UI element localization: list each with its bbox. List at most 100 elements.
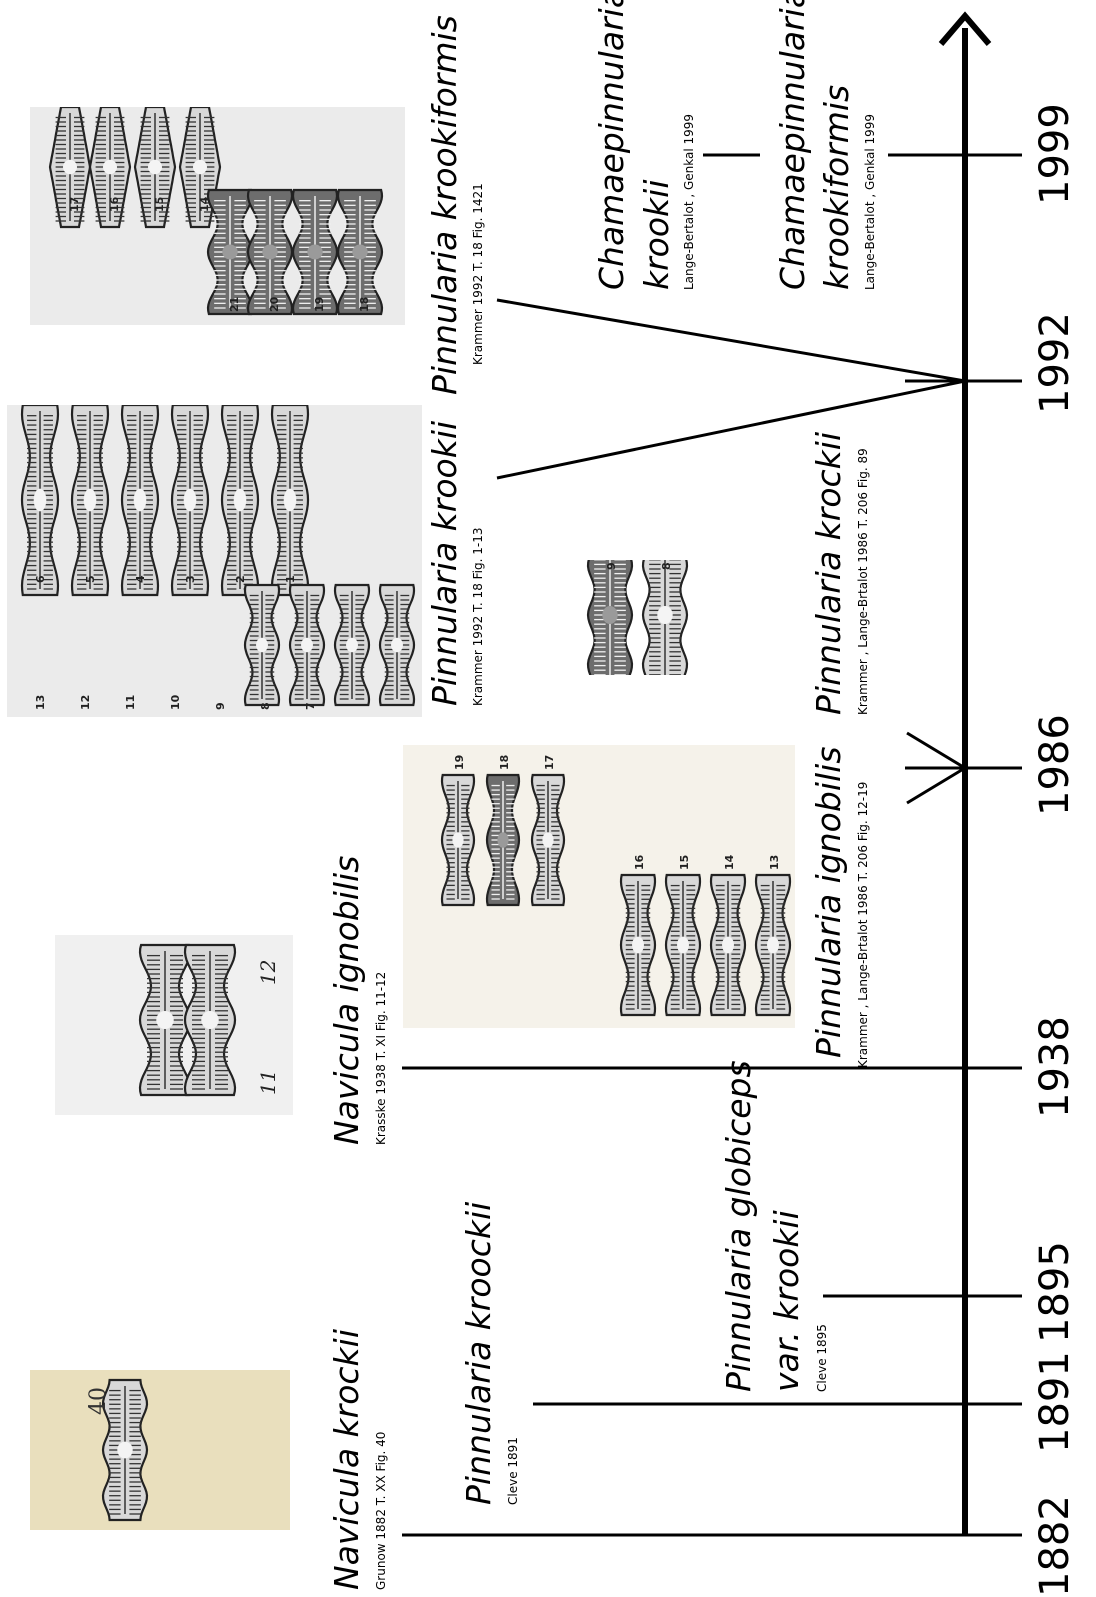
- diatom-specimen: [293, 190, 337, 314]
- plate-figure-number: 11: [124, 695, 137, 710]
- taxon-name-chamae-krookiformis-line2: krookiformis: [820, 85, 853, 290]
- plate-figure-number: 11: [256, 1070, 280, 1095]
- year-label-1938: 1938: [1035, 1016, 1075, 1118]
- plate-figure-number: 15: [678, 855, 691, 870]
- plate-figure-number: 12: [256, 960, 280, 985]
- plate-drawing: 6 5 4 3 2 1 13 12 11 10 9 8 7: [7, 405, 422, 717]
- year-label-1999: 1999: [1035, 103, 1075, 205]
- year-label-1882: 1882: [1035, 1495, 1075, 1597]
- diatom-specimen: [588, 560, 632, 675]
- taxon-citation-pinnularia-kroockii: Cleve 1891: [507, 1437, 519, 1505]
- plate-drawing: 12 11: [55, 935, 293, 1115]
- plate-figure-number: 16: [108, 196, 121, 212]
- taxon-citation-navicula-ignobilis: Krasske 1938 T. XI Fig. 11-12: [375, 972, 387, 1145]
- taxon-citation-pinnularia-krockii: Krammer , Lange-Brtalot 1986 T. 206 Fig.…: [857, 448, 869, 715]
- plate-drawing: 1918171615141312: [403, 745, 795, 1028]
- plate-figure-number: 4: [134, 575, 147, 583]
- plate-figure-number: 15: [153, 197, 166, 212]
- taxon-name-globiceps-line2: var. krookii: [770, 1210, 803, 1392]
- diatom-specimen: [222, 405, 258, 595]
- taxon-name-chamae-krookii-line1: Chamaepinnularia: [595, 0, 628, 290]
- diatom-specimen: [756, 875, 790, 1015]
- plate-drawing: 98: [570, 560, 795, 675]
- diatom-specimen: [272, 405, 308, 595]
- branch-1992-krookii: [497, 381, 965, 478]
- plate-figure-number: 18: [498, 755, 511, 770]
- plate-figure-number: 9: [214, 702, 227, 710]
- plate-figure-number: 13: [34, 695, 47, 710]
- plate-figure-number: 9: [605, 562, 618, 570]
- plate-figure-number: 17: [68, 197, 81, 212]
- diatom-specimen: [711, 875, 745, 1015]
- diatom-specimen: [487, 775, 519, 905]
- plate-figure-number: 7: [304, 702, 317, 710]
- diatom-specimen: [172, 405, 208, 595]
- diatom-specimen: [122, 405, 158, 595]
- diatom-specimen: [248, 190, 292, 314]
- diatom-specimen: [290, 585, 324, 705]
- plate-figure-number: 13: [768, 855, 781, 870]
- taxon-name-pinnularia-krookii: Pinnularia krookii: [428, 421, 461, 706]
- plate-figure-number: 8: [259, 702, 272, 710]
- diatom-specimen: [338, 190, 382, 314]
- diatom-specimen: [245, 585, 279, 705]
- diatom-specimen: [335, 585, 369, 705]
- branch-1986-upper: [907, 733, 965, 768]
- plate-figure-number: 12: [79, 695, 92, 710]
- plate-figure-number: 40: [86, 1387, 111, 1415]
- plate-figure-number: 1: [284, 575, 297, 583]
- diatom-specimen: [140, 945, 190, 1095]
- taxon-name-pinnularia-krockii: Pinnularia krockii: [812, 432, 845, 715]
- taxon-citation-pinnularia-krookii: Krammer 1992 T. 18 Fig. 1-13: [472, 528, 484, 706]
- diatom-specimen: [643, 560, 687, 675]
- taxon-citation-chamae-krookiformis: Lange-Bertalot , Genkal 1999: [864, 114, 876, 290]
- taxon-name-globiceps-line1: Pinnularia globiceps: [722, 1060, 755, 1392]
- diatom-specimen: [22, 405, 58, 595]
- plate-figure-number: 20: [268, 296, 281, 312]
- diatom-specimen: [532, 775, 564, 905]
- plate-figure-number: 6: [34, 575, 47, 583]
- krookii-plate-image: 6 5 4 3 2 1 13 12 11 10 9 8 7: [7, 405, 422, 717]
- year-label-1895: 1895: [1035, 1241, 1075, 1343]
- branch-1986-lower: [907, 768, 965, 803]
- taxon-name-chamae-krookiformis-line1: Chamaepinnularia: [776, 0, 809, 290]
- plate-figure-number: 2: [234, 575, 247, 583]
- taxon-name-pinnularia-ignobilis: Pinnularia ignobilis: [812, 746, 845, 1058]
- plate-figure-number: 3: [184, 575, 197, 583]
- plate-figure-number: 21: [228, 297, 241, 312]
- branch-1992-krookiformis: [497, 300, 965, 381]
- diatom-specimen: [442, 775, 474, 905]
- taxon-name-pinnularia-krookiformis: Pinnularia krookiformis: [428, 15, 461, 395]
- taxon-citation-pinnularia-krookiformis: Krammer 1992 T. 18 Fig. 1421: [472, 183, 484, 365]
- taxon-name-navicula-ignobilis: Navicula ignobilis: [330, 856, 363, 1145]
- grunow-plate-image: 40: [30, 1370, 290, 1530]
- year-label-1986: 1986: [1035, 714, 1075, 816]
- plate-figure-number: 17: [543, 755, 556, 770]
- taxon-citation-chamae-krookii: Lange-Bertalot , Genkal 1999: [683, 114, 695, 290]
- diatom-specimen: [380, 585, 414, 705]
- plate-figure-number: 16: [633, 854, 646, 870]
- diatom-specimen: [621, 875, 655, 1015]
- taxon-name-pinnularia-kroockii: Pinnularia kroockii: [462, 1202, 495, 1505]
- year-label-1891: 1891: [1035, 1351, 1075, 1453]
- ignobilis-plate-image: 1918171615141312: [403, 745, 795, 1028]
- plate-figure-number: 18: [358, 297, 371, 312]
- taxon-citation-pinnularia-ignobilis: Krammer , Lange-Brtalot 1986 T. 206 Fig.…: [857, 782, 869, 1068]
- plate-figure-number: 10: [169, 694, 182, 710]
- plate-figure-number: 19: [313, 297, 326, 312]
- plate-figure-number: 19: [453, 755, 466, 770]
- plate-drawing: 40: [30, 1370, 290, 1530]
- plate-figure-number: 8: [660, 562, 673, 570]
- taxon-citation-navicula-krockii: Grunow 1882 T. XX Fig. 40: [375, 1432, 387, 1590]
- taxon-name-chamae-krookii-line2: krookii: [640, 179, 673, 290]
- diatom-specimen: [185, 945, 235, 1095]
- krasske-plate-image: 12 11: [55, 935, 293, 1115]
- taxon-citation-globiceps: Cleve 1895: [816, 1324, 828, 1392]
- plate-figure-number: 5: [84, 575, 97, 583]
- krookiformis-plate-image: 1716151421201918: [30, 107, 405, 325]
- year-label-1992: 1992: [1035, 312, 1075, 414]
- diatom-specimen: [72, 405, 108, 595]
